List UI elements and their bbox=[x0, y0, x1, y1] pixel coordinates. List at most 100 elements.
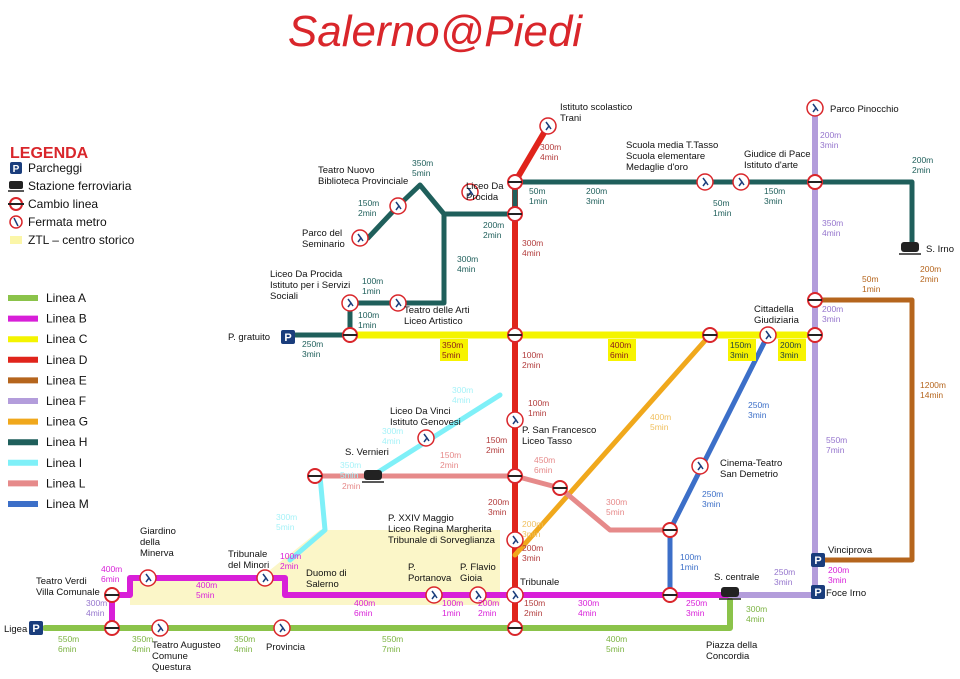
metro-stop-icon bbox=[506, 586, 524, 604]
ztl-swatch: ZTL – centro storico bbox=[10, 233, 135, 247]
metro-stop-icon bbox=[273, 619, 291, 637]
train-station-icon: Stazione ferroviaria bbox=[8, 179, 132, 193]
legend-line-a: Linea A bbox=[8, 291, 86, 305]
line-change-icon bbox=[507, 620, 523, 636]
station-label-tribunale: Tribunale bbox=[520, 577, 559, 588]
segment-highlight bbox=[728, 339, 756, 361]
map-title: Salerno@Piedi bbox=[288, 7, 583, 56]
line-change-icon bbox=[552, 480, 568, 496]
legend-line-label: Linea I bbox=[46, 456, 82, 470]
metro-stop-icon bbox=[151, 619, 169, 637]
line-change-icon bbox=[662, 522, 678, 538]
legend-symbol-label: ZTL – centro storico bbox=[28, 233, 135, 247]
line-change-icon bbox=[507, 468, 523, 484]
metro-stop-icon bbox=[506, 411, 524, 429]
legend-symbol-label: Stazione ferroviaria bbox=[28, 179, 132, 193]
legend-line-d: Linea D bbox=[8, 353, 88, 367]
legend-line-label: Linea G bbox=[46, 415, 88, 429]
legend-line-label: Linea M bbox=[46, 497, 89, 511]
line-change-icon bbox=[507, 174, 523, 190]
station-label-p-portanova: P.Portanova bbox=[408, 562, 452, 584]
station-label-s-irno: S. Irno bbox=[926, 244, 954, 255]
svg-text:P: P bbox=[284, 332, 291, 344]
legend-line-label: Linea D bbox=[46, 353, 88, 367]
station-label-s-vernieri: S. Vernieri bbox=[345, 447, 389, 458]
metro-stop-icon: Fermata metro bbox=[9, 215, 107, 229]
station-label-ligea: Ligea bbox=[4, 624, 28, 635]
legend-heading: LEGENDA bbox=[10, 145, 89, 162]
line-change-icon bbox=[507, 206, 523, 222]
legend-line-label: Linea H bbox=[46, 435, 87, 449]
legend-line-label: Linea B bbox=[46, 312, 87, 326]
line-e bbox=[812, 297, 915, 563]
metro-stop-icon bbox=[341, 294, 359, 312]
parking-icon: P bbox=[811, 553, 825, 567]
metro-stop-icon bbox=[425, 586, 443, 604]
legend-line-label: Linea A bbox=[46, 291, 86, 305]
line-change-icon bbox=[807, 174, 823, 190]
line-change-icon bbox=[104, 587, 120, 603]
line-change-icon bbox=[507, 327, 523, 343]
legend-line-label: Linea C bbox=[46, 332, 88, 346]
segment-highlight bbox=[778, 339, 806, 361]
line-change-icon bbox=[104, 620, 120, 636]
line-change-icon bbox=[307, 468, 323, 484]
legend-symbol-label: Parcheggi bbox=[28, 161, 82, 175]
train-station-icon bbox=[719, 587, 741, 600]
metro-stop-icon bbox=[696, 173, 714, 191]
metro-stop-icon bbox=[732, 173, 750, 191]
metro-stop-icon bbox=[759, 326, 777, 344]
legend-line-g: Linea G bbox=[8, 415, 88, 429]
station-label-foce-irno: Foce Irno bbox=[826, 588, 866, 599]
legend-symbol-label: Fermata metro bbox=[28, 215, 107, 229]
legend-line-label: Linea F bbox=[46, 394, 86, 408]
metro-stop-icon bbox=[256, 569, 274, 587]
metro-stop-icon bbox=[139, 569, 157, 587]
station-label-parco-pinocchio: Parco Pinocchio bbox=[830, 104, 899, 115]
